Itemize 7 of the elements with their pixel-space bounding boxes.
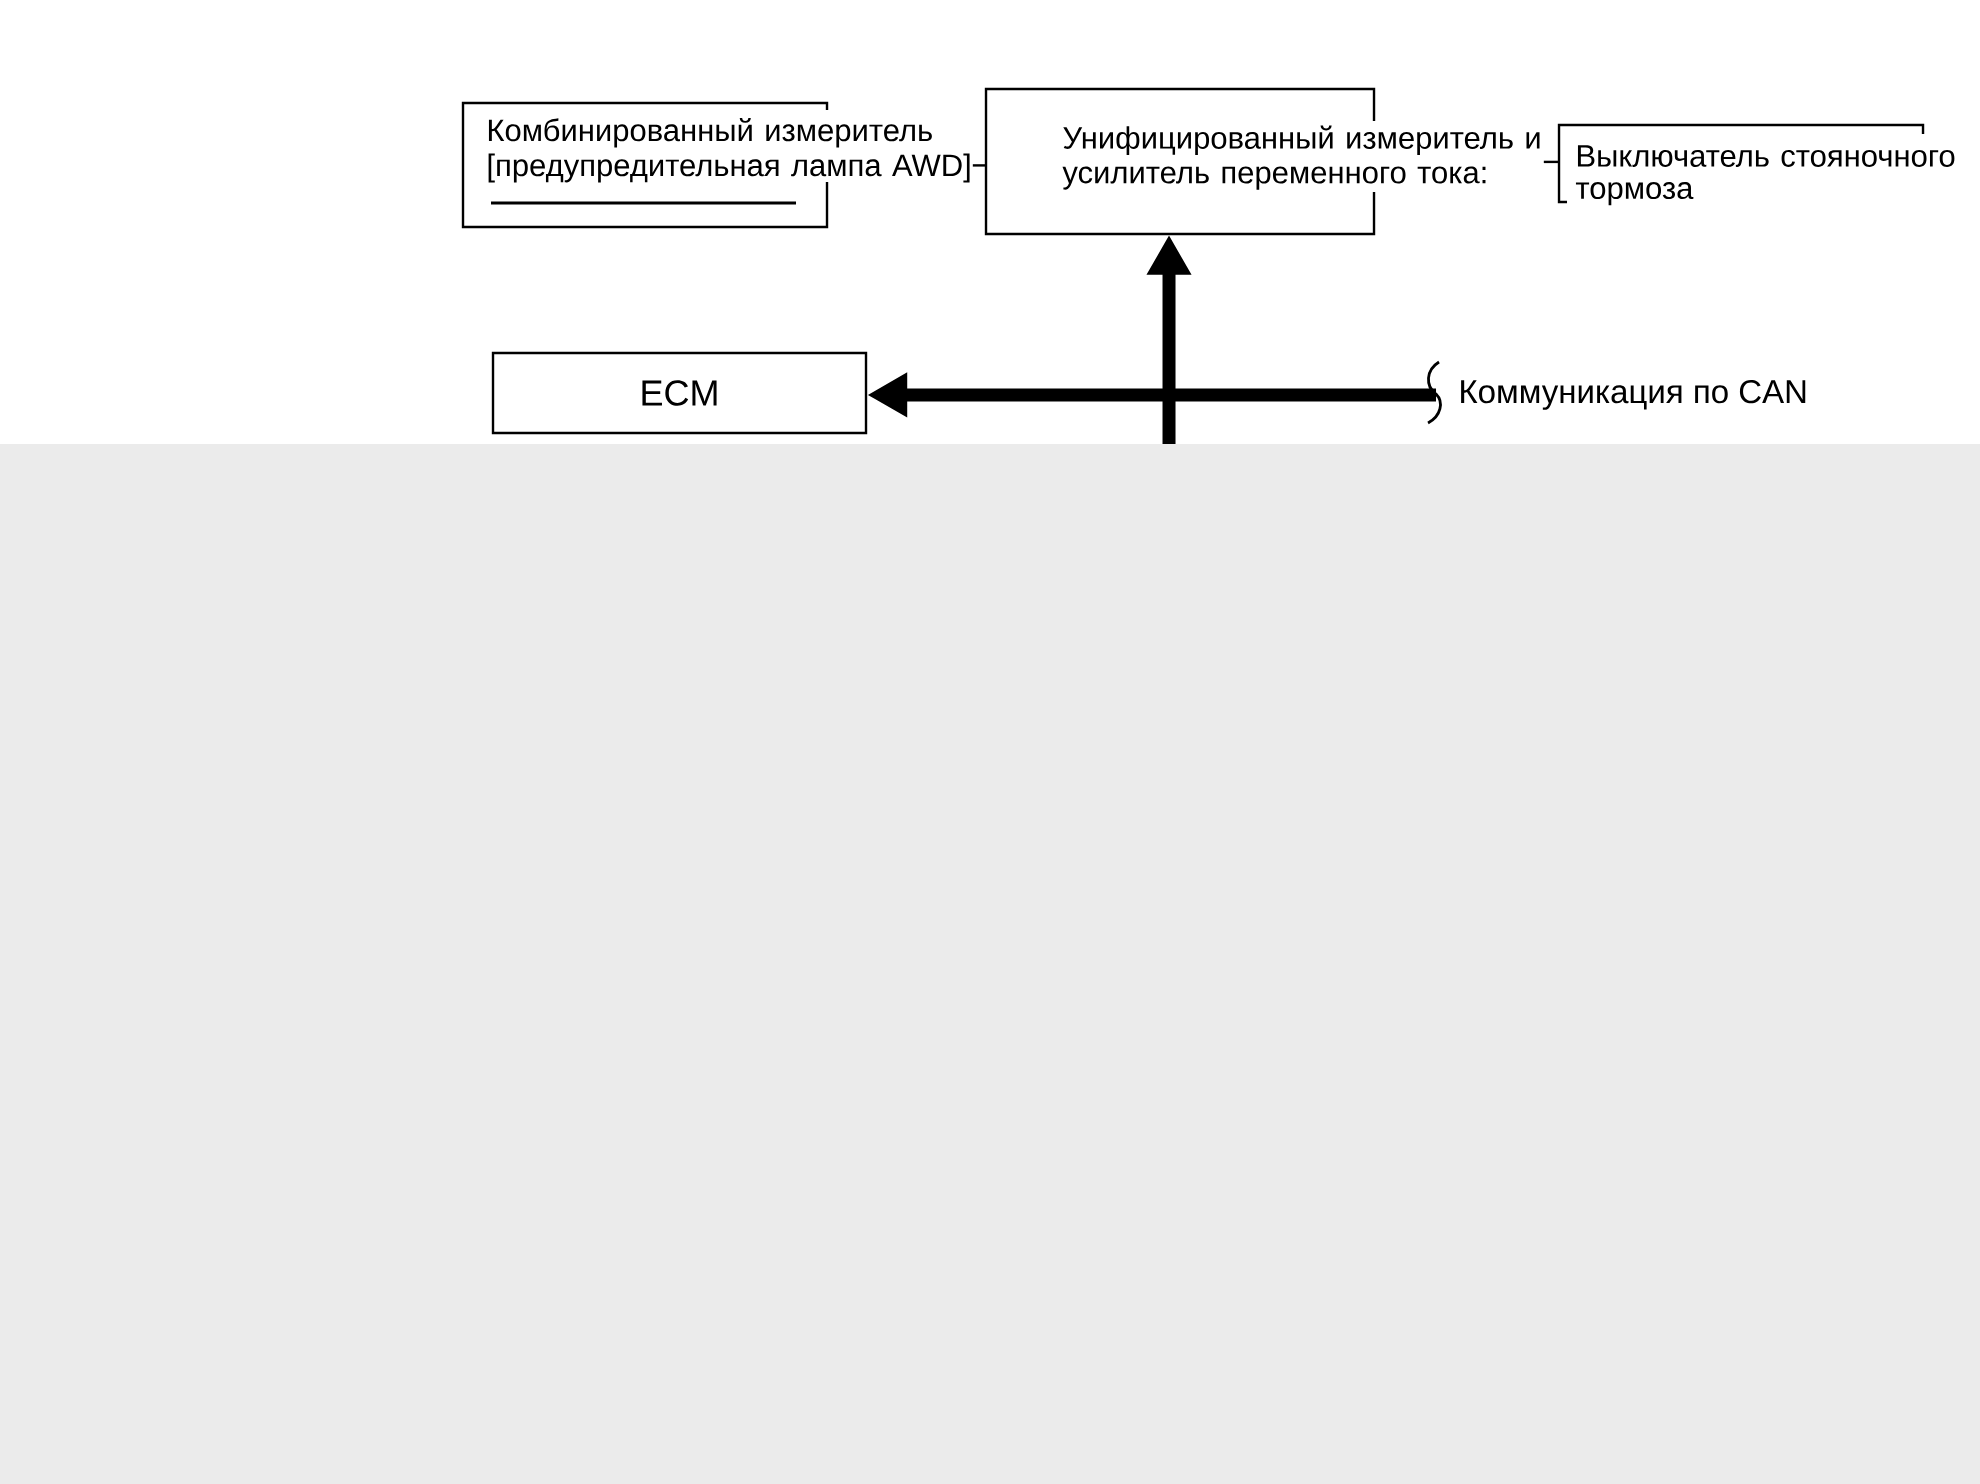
module-box: ECM bbox=[491, 351, 868, 435]
bus-label: Коммуникация по CAN bbox=[1461, 379, 1806, 410]
component-box: Комбинированный измеритель [предупредительная лампа AWD] bbox=[461, 101, 970, 229]
component-bracket: Выключатель стояночного тормоза bbox=[1557, 123, 1955, 206]
component-box: Унифицированный измеритель и усилитель переменного тока: bbox=[984, 87, 1540, 236]
connector-line bbox=[1543, 160, 1559, 164]
connector-line bbox=[972, 164, 986, 167]
